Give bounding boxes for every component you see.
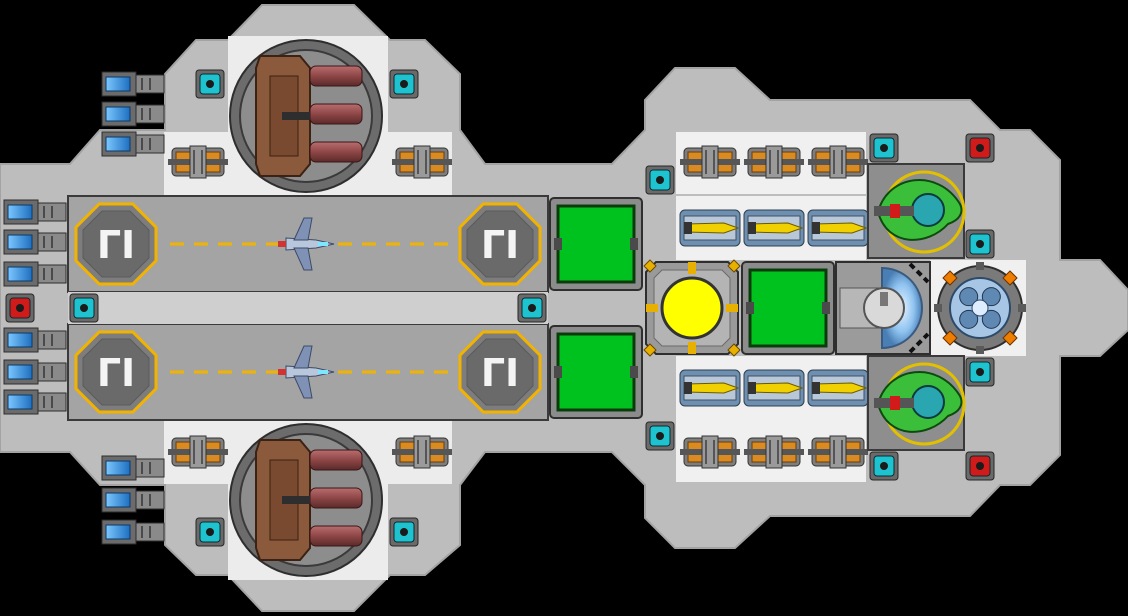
airlock-port[interactable] <box>965 133 995 163</box>
door-port[interactable] <box>645 421 675 451</box>
door-port[interactable] <box>389 69 419 99</box>
system-station[interactable] <box>741 261 835 355</box>
reactor-core[interactable] <box>643 259 741 357</box>
door-port[interactable] <box>69 293 99 323</box>
laser-gun[interactable] <box>168 145 228 179</box>
laser-gun[interactable] <box>744 145 804 179</box>
engine-thruster <box>3 389 67 415</box>
hangar-corridor <box>68 292 548 324</box>
system-station[interactable] <box>549 325 643 419</box>
pad-label: ΓΙ <box>481 223 519 267</box>
engine-thruster <box>3 229 67 255</box>
door-port[interactable] <box>869 451 899 481</box>
heavy-turret[interactable] <box>229 39 383 193</box>
door-port[interactable] <box>965 229 995 259</box>
laser-gun[interactable] <box>680 435 740 469</box>
engine-thruster <box>101 101 165 127</box>
door-port[interactable] <box>389 517 419 547</box>
door-port[interactable] <box>965 357 995 387</box>
pad-label: ΓΙ <box>481 351 519 395</box>
landing-pad: ΓΙ <box>458 202 542 286</box>
engine-thruster <box>3 199 67 225</box>
engine-thruster <box>101 71 165 97</box>
heavy-turret[interactable] <box>229 423 383 577</box>
pad-label: ΓΙ <box>97 351 135 395</box>
fighter-icon[interactable] <box>278 345 335 399</box>
door-port[interactable] <box>517 293 547 323</box>
fighter-icon[interactable] <box>278 217 335 271</box>
door-port[interactable] <box>195 517 225 547</box>
engine-thruster <box>101 487 165 513</box>
system-station[interactable] <box>549 197 643 291</box>
door-port[interactable] <box>869 133 899 163</box>
laser-gun[interactable] <box>168 435 228 469</box>
pad-label: ΓΙ <box>97 223 135 267</box>
landing-pad: ΓΙ <box>74 202 158 286</box>
missile-launcher[interactable] <box>679 369 741 407</box>
engine-thruster <box>3 261 67 287</box>
airlock-port[interactable] <box>5 293 35 323</box>
engine-thruster <box>101 131 165 157</box>
landing-pad: ΓΙ <box>74 330 158 414</box>
engine-thruster <box>101 519 165 545</box>
laser-gun[interactable] <box>808 435 868 469</box>
laser-gun[interactable] <box>680 145 740 179</box>
missile-launcher[interactable] <box>807 209 869 247</box>
shield-generator[interactable] <box>934 262 1026 354</box>
laser-gun[interactable] <box>392 145 452 179</box>
hatch-marker <box>908 332 930 354</box>
engine-thruster <box>3 327 67 353</box>
missile-launcher[interactable] <box>679 209 741 247</box>
hatch-marker <box>908 262 930 284</box>
missile-launcher[interactable] <box>743 369 805 407</box>
airlock-port[interactable] <box>965 451 995 481</box>
laser-gun[interactable] <box>808 145 868 179</box>
door-port[interactable] <box>645 165 675 195</box>
sensor-dome[interactable] <box>835 261 931 355</box>
drone-bay[interactable] <box>867 163 966 259</box>
missile-launcher[interactable] <box>807 369 869 407</box>
drone-bay[interactable] <box>867 355 966 451</box>
engine-thruster <box>3 359 67 385</box>
laser-gun[interactable] <box>392 435 452 469</box>
missile-launcher[interactable] <box>743 209 805 247</box>
landing-pad: ΓΙ <box>458 330 542 414</box>
engine-thruster <box>101 455 165 481</box>
laser-gun[interactable] <box>744 435 804 469</box>
door-port[interactable] <box>195 69 225 99</box>
